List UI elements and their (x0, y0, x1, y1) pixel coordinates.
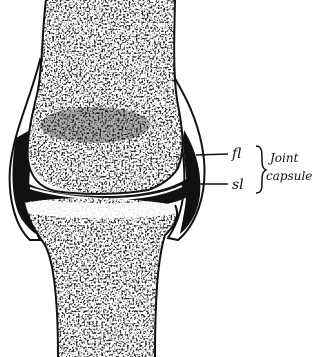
label-capsule: capsule (266, 169, 312, 183)
label-joint: Joint (267, 151, 299, 165)
label-fl: fl (231, 146, 242, 162)
label-brace (256, 146, 266, 193)
upper-leader-line (196, 154, 228, 155)
lower-bone (0, 190, 322, 357)
label-sl: sl (232, 177, 244, 193)
